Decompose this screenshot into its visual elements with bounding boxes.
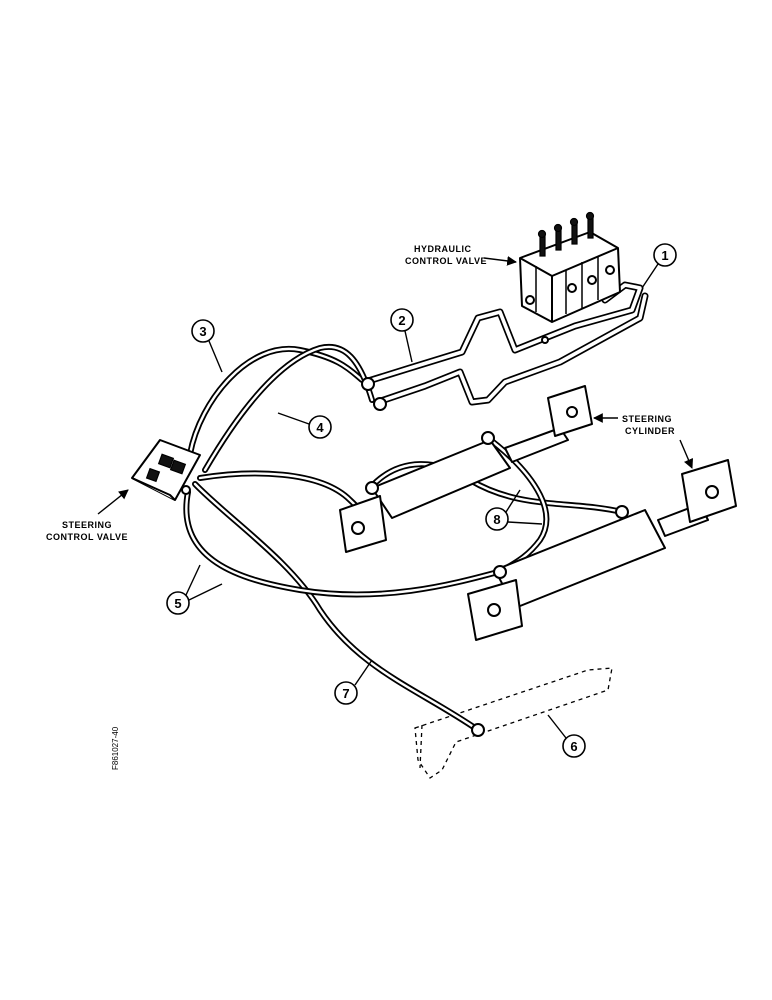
steel-tubes: [361, 281, 649, 406]
steering-cylinder-upper: [339, 385, 593, 553]
label-hcv-line1: HYDRAULIC: [414, 244, 472, 254]
label-steering-control-valve: STEERING CONTROL VALVE: [46, 489, 129, 542]
callout-3: 3: [191, 319, 223, 373]
frame-member: [414, 667, 613, 779]
label-sc-line2: CYLINDER: [625, 426, 675, 436]
svg-text:5: 5: [174, 596, 181, 611]
hydraulic-control-valve: [519, 211, 621, 323]
svg-text:8: 8: [493, 512, 500, 527]
label-steering-cylinder: STEERING CYLINDER: [593, 413, 694, 469]
steering-cylinder-lower: [467, 459, 737, 641]
callout-1: 1: [641, 243, 677, 289]
label-scv-line2: CONTROL VALVE: [46, 532, 128, 542]
callout-5: 5: [166, 564, 223, 615]
label-scv-line1: STEERING: [62, 520, 112, 530]
callout-6: 6: [547, 714, 586, 758]
callout-4: 4: [277, 412, 332, 439]
svg-text:2: 2: [398, 313, 405, 328]
callout-8: 8: [485, 489, 543, 531]
fittings: [361, 336, 629, 737]
label-hcv-line2: CONTROL VALVE: [405, 256, 487, 266]
label-hydraulic-control-valve: HYDRAULIC CONTROL VALVE: [405, 244, 517, 266]
callout-2: 2: [390, 308, 414, 363]
svg-text:4: 4: [316, 420, 324, 435]
svg-text:3: 3: [199, 324, 206, 339]
figure-code: F861027-40: [111, 726, 120, 770]
svg-text:6: 6: [570, 739, 577, 754]
svg-text:1: 1: [661, 248, 668, 263]
svg-text:7: 7: [342, 686, 349, 701]
callout-7: 7: [334, 659, 373, 705]
label-sc-line1: STEERING: [622, 414, 672, 424]
steering-control-valve: [131, 439, 201, 501]
